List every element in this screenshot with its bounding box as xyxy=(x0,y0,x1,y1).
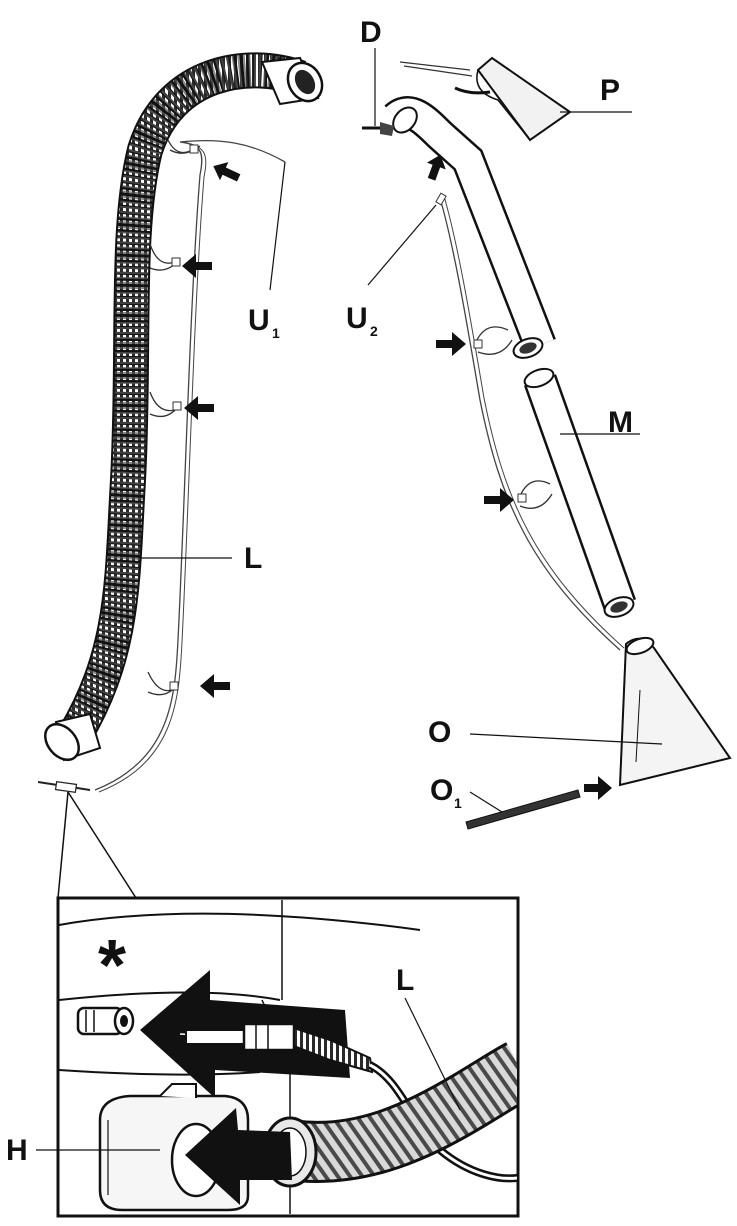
curved-wand xyxy=(384,96,556,359)
arrow-clip-3-icon xyxy=(184,396,214,420)
hose-clip-2 xyxy=(149,243,181,271)
label-l-inset: L xyxy=(396,964,414,997)
arrow-wand-clip-1-icon xyxy=(436,332,466,356)
water-tube-left xyxy=(37,140,286,794)
strip-o1 xyxy=(465,789,581,830)
hose-top-cuff xyxy=(260,56,324,106)
label-m: M xyxy=(608,406,633,439)
asterisk-icon: * xyxy=(98,926,126,1006)
big-arrow-lower-icon xyxy=(185,1108,292,1205)
label-u2: U xyxy=(346,302,368,335)
hose-clip-3 xyxy=(149,391,182,418)
arrow-clip-4-icon xyxy=(200,674,230,698)
inset-pointer-left xyxy=(57,791,69,899)
floor-tool-o xyxy=(618,636,732,787)
wand-clip-1 xyxy=(473,326,513,355)
inset-content xyxy=(59,900,517,1214)
arrow-strip-icon xyxy=(584,776,612,800)
arrow-clip-1-icon xyxy=(213,162,241,182)
hose-clip-4 xyxy=(147,671,179,696)
inset-hose xyxy=(262,1042,517,1188)
arrow-wand-clip-2-icon xyxy=(484,488,514,512)
label-p: P xyxy=(600,74,620,107)
quick-connector xyxy=(185,1022,374,1074)
leader-u2 xyxy=(367,204,437,286)
label-u2-sub: 2 xyxy=(370,323,378,339)
label-l-main: L xyxy=(244,542,262,575)
hose-bottom-cuff xyxy=(44,712,102,762)
leader-l-inset xyxy=(404,997,461,1111)
arrow-clip-2-icon xyxy=(182,254,212,278)
valve-d xyxy=(362,122,394,136)
water-tube-right xyxy=(435,192,625,651)
label-u1-sub: 1 xyxy=(272,325,280,341)
label-o1-sub: 1 xyxy=(454,795,462,811)
water-socket xyxy=(76,1006,135,1036)
leader-o1 xyxy=(469,791,503,813)
wand-clip-2 xyxy=(517,480,553,509)
straight-wand-m xyxy=(523,367,637,618)
corrugated-hose xyxy=(59,52,307,745)
label-o1: O xyxy=(430,774,453,807)
label-h: H xyxy=(6,1134,28,1167)
leader-u1 xyxy=(269,161,286,291)
arrow-valve-icon xyxy=(426,154,446,181)
leader-o xyxy=(469,733,663,745)
label-o: O xyxy=(428,716,451,749)
hose-clip-1 xyxy=(167,139,201,154)
inset-pointer-right xyxy=(67,791,137,899)
label-u1: U xyxy=(248,304,270,337)
label-d: D xyxy=(360,16,382,49)
